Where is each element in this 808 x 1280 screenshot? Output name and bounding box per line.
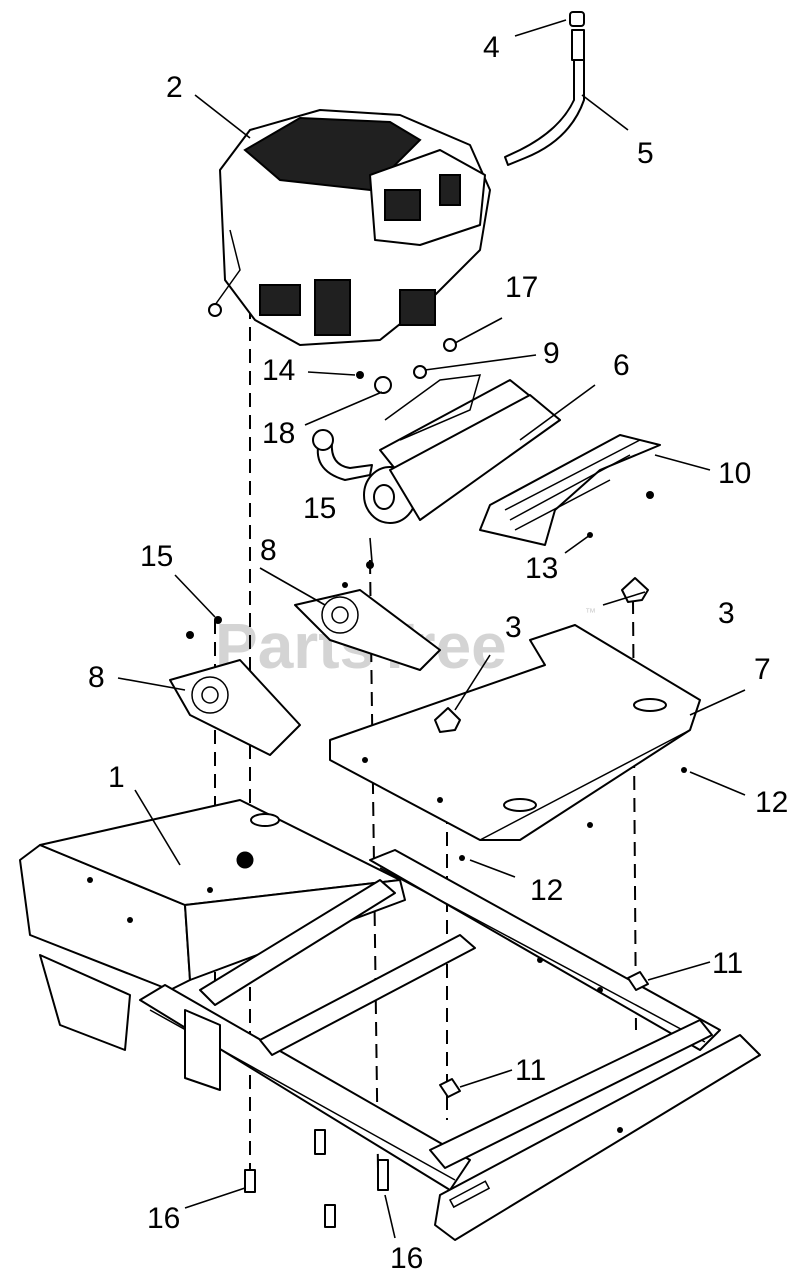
leader-lines (117, 19, 746, 1239)
callout-4: 4 (483, 31, 500, 64)
callout-12a: 12 (755, 786, 788, 819)
knob-parts (434, 577, 649, 733)
clip-parts (439, 971, 649, 1098)
callout-13: 13 (525, 552, 558, 585)
callout-9: 9 (543, 337, 560, 370)
callout-14: 14 (262, 354, 295, 387)
callout-3a: 3 (718, 597, 735, 630)
callout-6: 6 (613, 349, 630, 382)
callout-12b: 12 (530, 874, 563, 907)
callout-5: 5 (637, 137, 654, 170)
callout-11b: 11 (515, 1054, 546, 1087)
callout-11a: 11 (712, 947, 743, 980)
isolation-plates (169, 589, 441, 756)
callout-10: 10 (718, 457, 751, 490)
fuel-line-part (504, 11, 585, 166)
callout-7: 7 (754, 653, 771, 686)
frame-part (19, 799, 761, 1241)
watermark-trademark: ™ (585, 607, 596, 619)
muffler-part (312, 374, 561, 524)
deck-plate-part (329, 624, 701, 841)
heat-shield-part (479, 434, 661, 546)
callout-8a: 8 (260, 534, 277, 567)
callout-18: 18 (262, 417, 295, 450)
small-hardware (186, 338, 687, 861)
callout-3b: 3 (505, 611, 522, 644)
callout-2: 2 (166, 71, 183, 104)
bolt-parts (244, 1129, 389, 1228)
callout-15a: 15 (303, 492, 336, 525)
callout-17: 17 (505, 271, 538, 304)
callout-1: 1 (108, 761, 125, 794)
callout-labels: 2 4 5 17 9 6 14 18 10 15 13 15 8 3 3 8 7… (88, 31, 788, 1275)
callout-15b: 15 (140, 540, 173, 573)
callout-8b: 8 (88, 661, 105, 694)
callout-16b: 16 (390, 1242, 423, 1275)
engine-part (208, 109, 491, 346)
callout-16a: 16 (147, 1202, 180, 1235)
